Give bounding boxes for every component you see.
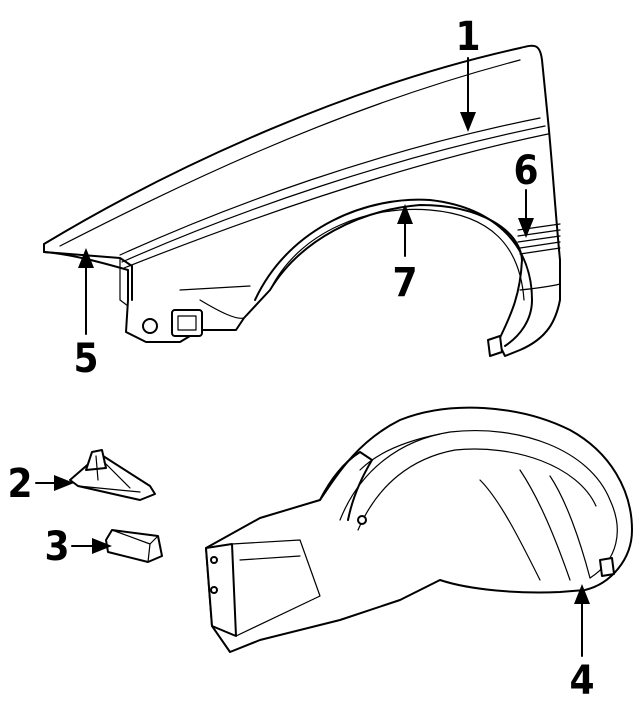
callouts: 1 2 3 4 5 6 7: [7, 14, 594, 704]
clip[interactable]: [105, 529, 163, 563]
leader-lines: [35, 57, 590, 657]
callout-5[interactable]: 5: [73, 336, 98, 382]
callout-1[interactable]: 1: [455, 14, 480, 60]
callout-6[interactable]: 6: [513, 148, 538, 194]
fender[interactable]: [43, 44, 561, 357]
callout-2[interactable]: 2: [7, 461, 32, 507]
callout-3[interactable]: 3: [44, 524, 69, 570]
bracket[interactable]: [69, 449, 156, 501]
callout-4[interactable]: 4: [569, 658, 594, 704]
fender-liner[interactable]: [205, 406, 633, 653]
callout-7[interactable]: 7: [392, 260, 417, 306]
